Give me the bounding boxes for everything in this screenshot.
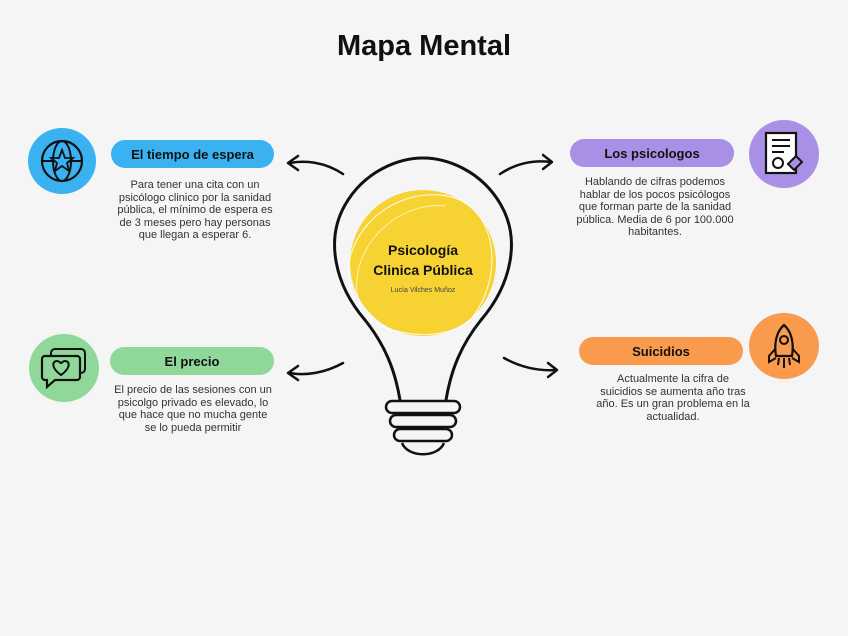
pill-precio: El precio [110, 347, 274, 375]
pill-tiempo: El tiempo de espera [111, 140, 274, 168]
center-author: Lucía Vilches Muñoz [353, 287, 493, 294]
suicidios-icon-circle [749, 313, 819, 379]
desc-line: habitantes. [560, 226, 750, 239]
desc-line: Para tener una cita con un [100, 179, 290, 192]
desc-line: pública. Media de 6 por 100.000 [560, 214, 750, 227]
desc-line: El precio de las sesiones con un [98, 384, 288, 397]
pill-suicidios: Suicidios [579, 337, 743, 365]
desc-line: año. Es un gran problema en la [578, 398, 768, 411]
desc-line: pública, el mínimo de espera es [100, 204, 290, 217]
desc-psicologos: Hablando de cifras podemos hablar de los… [560, 176, 750, 239]
pill-psicologos: Los psicologos [570, 139, 734, 167]
tiempo-icon-circle [28, 128, 96, 194]
desc-line: de 3 meses pero hay personas [100, 217, 290, 230]
desc-line: hablar de los pocos psicólogos [560, 189, 750, 202]
psicologos-icon-circle [749, 120, 819, 188]
desc-line: actualidad. [578, 411, 768, 424]
desc-line: psicólogo clinico por la sanidad [100, 192, 290, 205]
center-title: Psicología Clinica Pública [353, 240, 493, 280]
arrow-to-precio [290, 363, 343, 374]
desc-line: Hablando de cifras podemos [560, 176, 750, 189]
desc-tiempo: Para tener una cita con un psicólogo cli… [100, 179, 290, 242]
desc-line: Actualmente la cifra de [578, 373, 768, 386]
desc-line: suicidios se aumenta año tras [578, 386, 768, 399]
center-title-line: Clinica Pública [353, 260, 493, 280]
chat-heart-icon [39, 346, 89, 390]
desc-precio: El precio de las sesiones con un psicolg… [98, 384, 288, 434]
precio-icon-circle [29, 334, 99, 402]
desc-line: que hace que no mucha gente [98, 409, 288, 422]
certificate-icon [762, 130, 806, 178]
rocket-icon [766, 322, 802, 370]
desc-suicidios: Actualmente la cifra de suicidios se aum… [578, 373, 768, 423]
desc-line: se lo pueda permitir [98, 422, 288, 435]
globe-star-icon [39, 138, 85, 184]
center-title-line: Psicología [353, 240, 493, 260]
desc-line: psicolgo privado es elevado, lo [98, 397, 288, 410]
desc-line: que llegan a esperar 6. [100, 229, 290, 242]
desc-line: que forman parte de la sanidad [560, 201, 750, 214]
arrow-to-tiempo [290, 162, 343, 174]
